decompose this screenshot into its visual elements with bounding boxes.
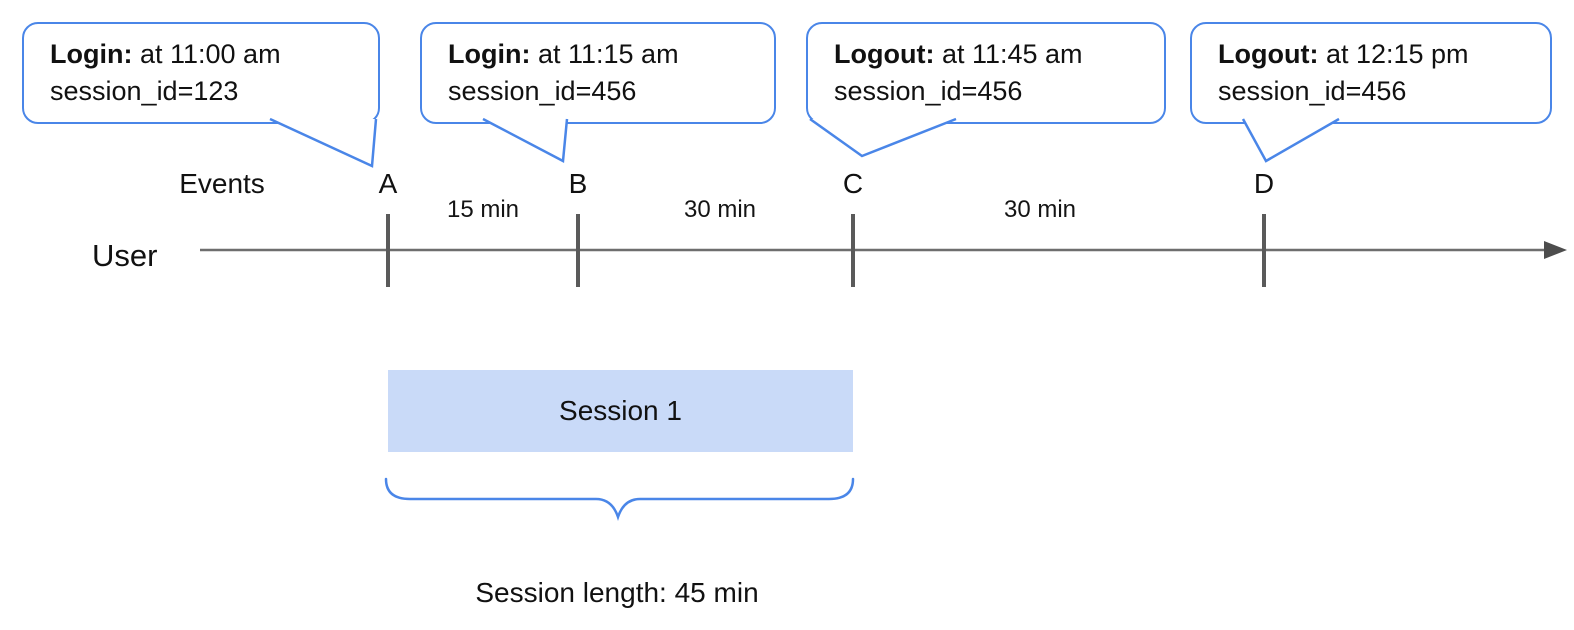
interval-b-c-label: 30 min (683, 196, 757, 223)
event-type: Login: (448, 39, 531, 69)
callout-line-1: Logout: at 11:45 am (834, 36, 1164, 73)
callout-logout-d: Logout: at 12:15 pm session_id=456 (1190, 22, 1552, 124)
callout-line-2: session_id=123 (50, 76, 239, 106)
event-type: Login: (50, 39, 133, 69)
session-length-brace (384, 477, 855, 521)
session-1-box: Session 1 (388, 370, 853, 452)
session-length-caption: Session length: 45 min (475, 577, 759, 608)
session-1-label: Session 1 (559, 395, 682, 426)
callout-logout-c: Logout: at 11:45 am session_id=456 (806, 22, 1166, 124)
callout-line-2: session_id=456 (1218, 76, 1407, 106)
callout-line-1: Login: at 11:00 am (50, 36, 378, 73)
event-marker-a: A (378, 168, 398, 199)
event-marker-b: B (568, 168, 588, 199)
callout-login-a: Login: at 11:00 am session_id=123 (22, 22, 380, 124)
callout-line-1: Logout: at 12:15 pm (1218, 36, 1550, 73)
user-row-label: User (92, 238, 158, 273)
arrowhead-icon (1544, 241, 1567, 259)
event-type: Logout: (1218, 39, 1319, 69)
event-time: at 12:15 pm (1318, 39, 1469, 69)
event-time: at 11:45 am (934, 39, 1083, 69)
event-marker-c: C (842, 168, 864, 199)
callout-line-2: session_id=456 (834, 76, 1023, 106)
event-time: at 11:00 am (132, 39, 281, 69)
interval-c-d-label: 30 min (1003, 196, 1077, 223)
callout-login-b: Login: at 11:15 am session_id=456 (420, 22, 776, 124)
callout-line-2: session_id=456 (448, 76, 637, 106)
interval-a-b-label: 15 min (446, 196, 520, 223)
event-type: Logout: (834, 39, 935, 69)
event-marker-d: D (1253, 168, 1275, 199)
callout-line-1: Login: at 11:15 am (448, 36, 774, 73)
events-row-label: Events (179, 168, 265, 199)
event-time: at 11:15 am (530, 39, 679, 69)
